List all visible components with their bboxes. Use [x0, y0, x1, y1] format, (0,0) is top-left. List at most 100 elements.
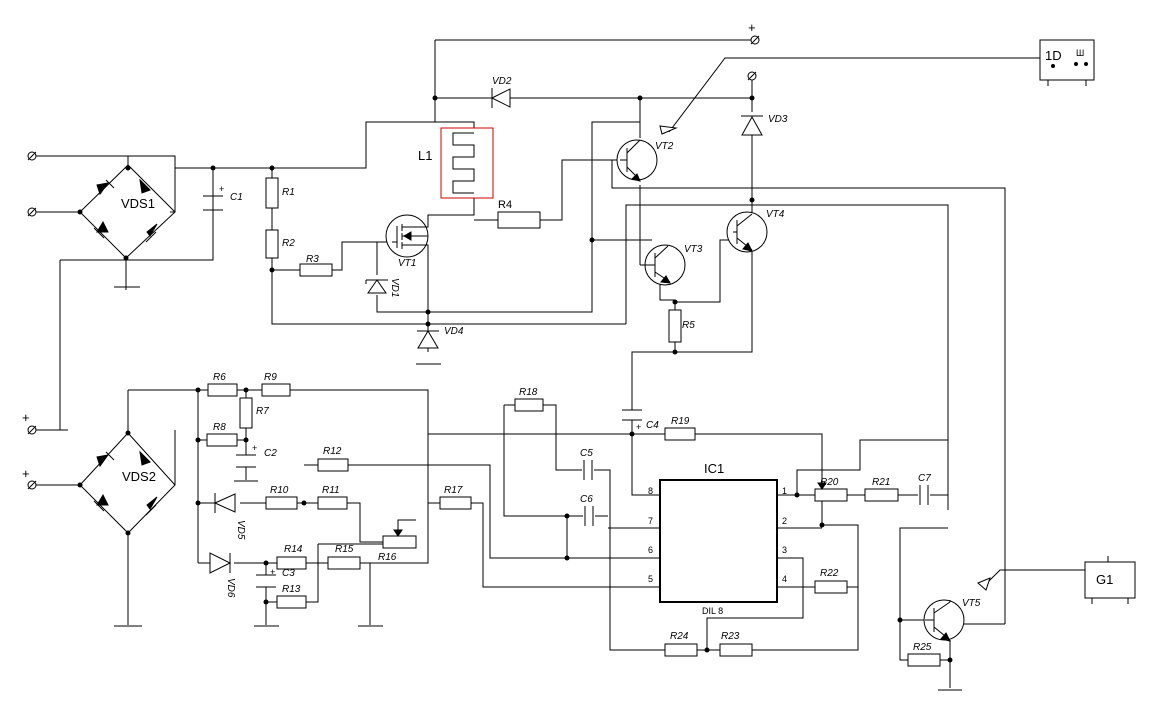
resistor-r12: R12: [317, 446, 349, 472]
potentiometer-r20: R20: [814, 477, 848, 510]
resistor-r8: R8: [206, 422, 238, 447]
capacitor-c6: C6: [580, 494, 594, 526]
bridge-rectifier-vds1: VDS1: [79, 164, 176, 259]
capacitor-c7: C7: [918, 473, 931, 505]
transistor-vt2: VT2: [616, 139, 674, 182]
potentiometer-r16: R16: [378, 525, 417, 563]
resistor-r3: R3: [299, 254, 333, 277]
vd1-label: VD1: [389, 278, 400, 297]
connector-1d-label: 1D: [1045, 48, 1062, 63]
transistor-vt3: VT3: [639, 244, 703, 286]
r8-label: R8: [213, 422, 226, 433]
vd5-label: VD5: [235, 520, 246, 540]
ic1-chip: IC1 DIL 8 8 7 6 5 1 2 3 4: [648, 461, 787, 616]
r12-label: R12: [323, 446, 342, 457]
input-terminal-top-1: [27, 151, 37, 161]
bridge-rectifier-vds2: VDS2: [79, 432, 176, 534]
plus-mark: +: [22, 410, 30, 425]
plus-mark: +: [22, 466, 30, 481]
arrow-marker-icon: [659, 125, 678, 135]
resistor-r15: R15: [327, 544, 361, 570]
r16-label: R16: [378, 552, 397, 563]
output-terminal-2: [747, 71, 757, 81]
ic1-pin-4: 4: [782, 574, 787, 584]
l1-label: L1: [418, 148, 432, 163]
vd2-label: VD2: [492, 76, 512, 87]
resistor-r2: R2: [265, 229, 295, 259]
plus-mark: +: [636, 422, 641, 432]
resistor-r5: R5: [668, 309, 695, 343]
plus-mark: +: [270, 567, 275, 577]
mosfet-vt1: VT1: [385, 214, 429, 269]
vd3-label: VD3: [768, 114, 788, 125]
capacitor-c1: + C1: [203, 184, 243, 211]
c1-label: C1: [230, 192, 243, 203]
resistor-r13: R13: [276, 584, 307, 609]
resistor-r7: R7: [239, 397, 269, 429]
ic1-pin-8: 8: [648, 486, 653, 496]
vt1-label: VT1: [398, 258, 416, 269]
wires: [32, 39, 1085, 691]
resistor-r10: R10: [265, 485, 298, 510]
plus-mark: +: [748, 20, 756, 35]
ic1-pin-3: 3: [782, 545, 787, 555]
plus-mark: +: [252, 443, 257, 453]
r25-label: R25: [913, 642, 932, 653]
r17-label: R17: [444, 485, 463, 496]
resistor-r19: R19: [664, 416, 696, 441]
r19-label: R19: [671, 416, 690, 427]
vd6-label: VD6: [225, 578, 236, 598]
resistor-r1: R1: [265, 177, 295, 209]
resistor-r22: R22: [814, 568, 848, 594]
r13-label: R13: [282, 584, 301, 595]
connector-mark: Ш: [1076, 48, 1084, 58]
resistor-r6: R6: [207, 372, 238, 397]
ic1-label: IC1: [704, 461, 724, 476]
transistor-vt5: VT5: [923, 598, 981, 642]
r7-label: R7: [256, 406, 269, 417]
c7-label: C7: [918, 473, 931, 484]
diode-vd5: VD5: [213, 493, 246, 540]
c5-label: C5: [580, 448, 593, 459]
ic1-pin-6: 6: [648, 545, 653, 555]
resistor-r24: R24: [664, 631, 698, 657]
ic1-package-label: DIL 8: [702, 606, 723, 616]
r18-label: R18: [519, 387, 538, 398]
vds1-label: VDS1: [121, 196, 155, 211]
inductor-l1: L1: [418, 127, 494, 199]
capacitor-c3: + C3: [256, 567, 295, 588]
c4-label: C4: [646, 420, 659, 431]
vt5-label: VT5: [962, 598, 981, 609]
resistor-r9: R9: [261, 372, 291, 397]
r24-label: R24: [670, 631, 689, 642]
resistor-r23: R23: [719, 631, 753, 657]
vds2-label: VDS2: [122, 469, 156, 484]
r22-label: R22: [820, 568, 839, 579]
r21-label: R21: [872, 477, 890, 488]
resistor-r18: R18: [514, 387, 544, 412]
ic1-pin-2: 2: [782, 516, 787, 526]
connector-1d: 1D Ш: [1039, 39, 1095, 86]
vt3-label: VT3: [684, 244, 703, 255]
transistor-vt4: VT4: [726, 209, 785, 253]
vt4-label: VT4: [766, 209, 785, 220]
r5-label: R5: [682, 320, 695, 331]
r2-label: R2: [282, 238, 295, 249]
input-terminal-bottom-2: +: [22, 466, 37, 490]
resistor-r4: R4: [497, 199, 541, 229]
resistor-r11: R11: [317, 485, 348, 510]
plus-mark: +: [219, 184, 224, 194]
ic1-pin-1: 1: [782, 486, 787, 496]
junctions: [77, 95, 953, 663]
c6-label: C6: [580, 494, 593, 505]
capacitor-c2: + C2: [236, 443, 277, 468]
r3-label: R3: [306, 254, 319, 265]
capacitor-c5: C5: [580, 448, 593, 480]
r6-label: R6: [213, 372, 226, 383]
g1-label: G1: [1096, 572, 1113, 587]
diode-vd3: VD3: [741, 114, 788, 136]
input-terminal-top-2: [27, 207, 37, 217]
resistor-r17: R17: [439, 485, 472, 510]
generator-g1: G1: [977, 556, 1136, 604]
r10-label: R10: [270, 485, 289, 496]
